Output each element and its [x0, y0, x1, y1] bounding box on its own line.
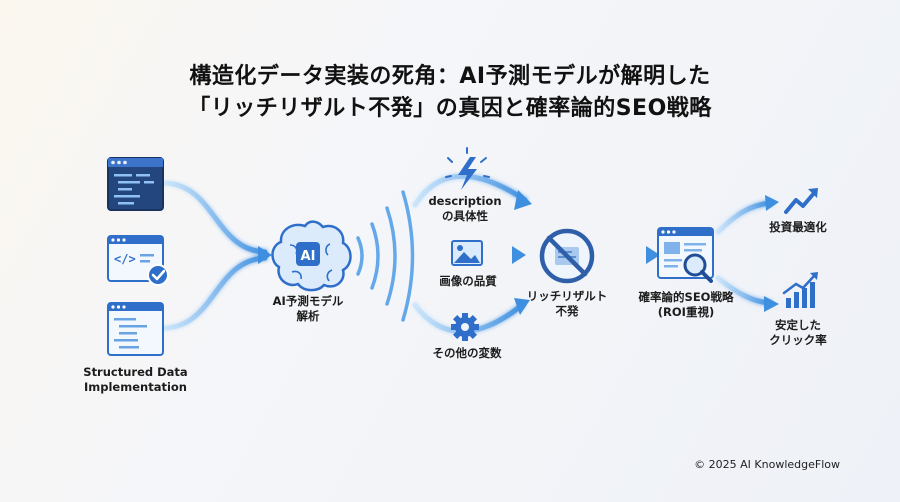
- bar-chart-icon: [782, 272, 818, 308]
- copyright-footer: © 2025 AI KnowledgeFlow: [694, 458, 840, 471]
- outcome-arrow-bottom: [764, 296, 779, 312]
- code-window-icon: [107, 157, 164, 211]
- stable-click-label: 安定した クリック率: [769, 318, 827, 347]
- seo-strategy-label: 確率論的SEO戦略 (ROI重視): [638, 290, 734, 319]
- signal-waves: [356, 190, 415, 322]
- trend-up-icon: [784, 188, 818, 214]
- strategy-arrow: [646, 246, 660, 264]
- svg-text:</>: </>: [114, 252, 136, 266]
- ai-model-label: AI予測モデル 解析: [272, 294, 344, 323]
- magnifier-report-icon: [657, 227, 714, 283]
- ai-brain-icon: AI: [271, 220, 352, 292]
- input-flows: [162, 180, 268, 331]
- outcome-arrow-top: [765, 195, 779, 211]
- rich-fail-label: リッチリザルト 不発: [526, 289, 608, 318]
- image-quality-label: 画像の品質: [439, 274, 497, 288]
- factor-flow-arrows: [512, 190, 532, 315]
- structured-data-label: Structured Data Implementation: [83, 365, 188, 394]
- invest-opt-label: 投資最適化: [769, 220, 827, 234]
- image-icon: [451, 240, 483, 266]
- outcome-flows: [715, 200, 773, 306]
- title-line-2: 「リッチリザルト不発」の真因と確率論的SEO戦略: [188, 96, 712, 121]
- title-line-1: 構造化データ実装の死角：AI予測モデルが解明した: [189, 64, 711, 89]
- document-window-icon: [107, 302, 164, 356]
- gear-icon: [451, 313, 479, 341]
- ai-icon-text: AI: [301, 249, 316, 264]
- prohibited-icon: [539, 228, 595, 284]
- input-flows-arrows: [258, 246, 272, 264]
- lightning-icon: [445, 147, 490, 190]
- description-label: description の具体性: [428, 194, 502, 223]
- code-check-icon: </>: [107, 235, 169, 286]
- other-vars-label: その他の変数: [432, 346, 502, 360]
